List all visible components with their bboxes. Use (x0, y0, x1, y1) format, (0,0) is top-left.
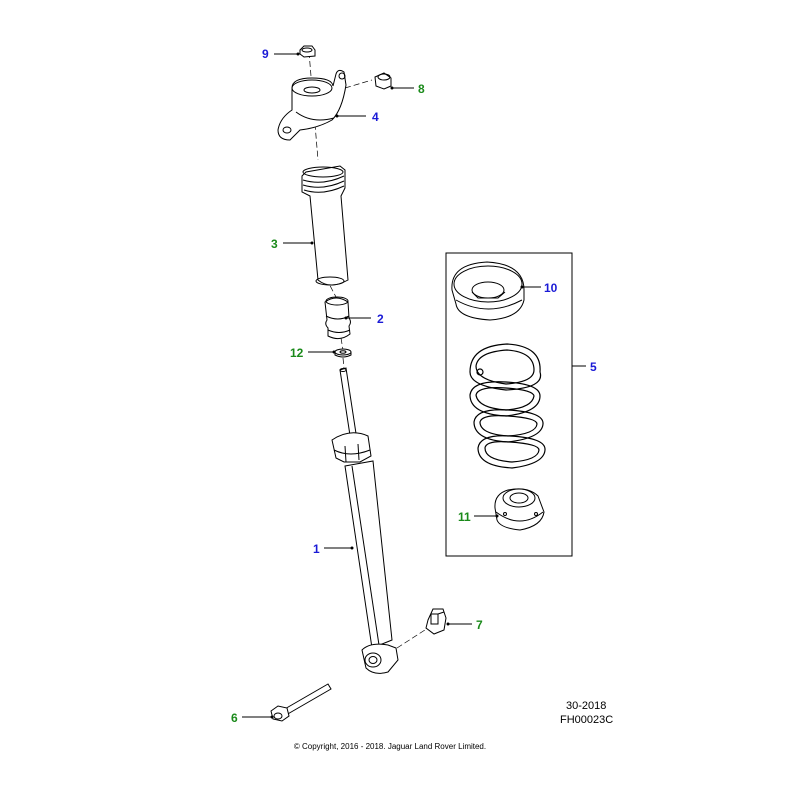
copyright-notice: © Copyright, 2016 - 2018. Jaguar Land Ro… (293, 742, 487, 751)
part-9-nut (299, 45, 316, 58)
part-12-washer (334, 348, 352, 358)
callout-9: 9 (262, 47, 269, 61)
callout-8: 8 (418, 82, 425, 96)
part-8-bushing (374, 72, 392, 90)
part-5-spring-kit-box (445, 252, 573, 557)
part-6-bolt (270, 683, 332, 722)
callout-6: 6 (231, 711, 238, 725)
callout-3: 3 (271, 237, 278, 251)
section-reference: 30-2018 (566, 700, 607, 712)
part-7-nut (425, 608, 447, 635)
callout-5: 5 (590, 360, 597, 374)
callout-12: 12 (290, 346, 304, 360)
callout-4: 4 (372, 110, 379, 124)
part-1-shock-absorber (331, 367, 399, 674)
part-4-top-mount (277, 69, 347, 141)
part-11-lower-spring-seat (494, 488, 545, 531)
callout-10: 10 (544, 281, 558, 295)
part-2-bump-stop (324, 296, 351, 340)
figure-reference: FH00023C (560, 714, 614, 726)
part-10-upper-spring-seat (451, 261, 525, 321)
callout-2: 2 (377, 312, 384, 326)
part-3-dust-boot (301, 165, 349, 286)
callout-1: 1 (313, 542, 320, 556)
callout-7: 7 (476, 618, 483, 632)
callout-11: 11 (458, 510, 471, 524)
part-5-coil-spring (469, 343, 546, 469)
